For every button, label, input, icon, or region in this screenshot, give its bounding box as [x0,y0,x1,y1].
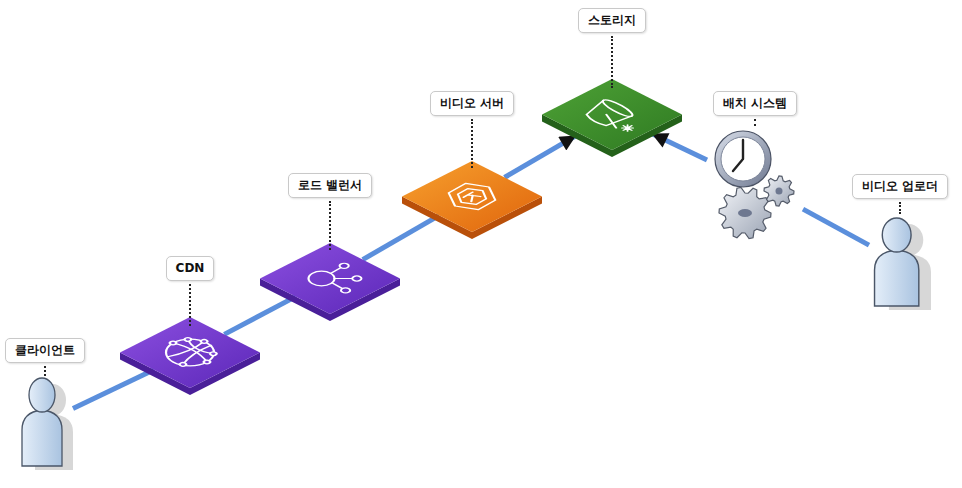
connector [652,133,707,160]
node-label-box: 로드 밸런서 [288,173,372,198]
tile-top [542,79,682,150]
service-icon [440,179,504,215]
node-label: 로드 밸런서 [298,178,362,193]
node-label-box: 스토리지 [578,8,646,33]
person-figure [22,378,73,470]
connector [363,215,440,259]
node-label: 스토리지 [588,13,636,28]
service-icon [303,259,373,298]
service-tile: 로드 밸런서 [260,243,400,321]
node-label-box: 클라이언트 [5,338,85,363]
leader-line [189,284,191,327]
node-label: 배치 시스템 [723,96,787,111]
service-tile: 스토리지 [542,79,682,157]
service-icon [154,331,229,373]
service-icon [580,98,649,136]
connector [224,297,295,335]
tile-top [120,317,260,388]
node-label: 클라이언트 [15,343,75,358]
node-outline [120,317,260,395]
connector [504,136,576,178]
batch-node: 배치 시스템 [707,125,803,241]
leader-line [611,36,613,89]
connector [803,209,869,245]
node-label-box: 배치 시스템 [713,91,797,116]
node-outline [17,374,73,470]
tile-top [402,161,542,232]
node-outline [707,125,803,241]
leader-line [44,366,46,377]
node-label: 비디오 서버 [440,96,504,111]
user-node: 클라이언트 [17,374,73,470]
leader-line [754,119,756,127]
node-label-box: CDN [166,256,215,281]
clock-gears [715,131,794,239]
connector [73,370,154,409]
tile-top [260,243,400,314]
node-outline [869,214,931,310]
node-label: 비디오 업로더 [862,179,938,194]
node-label-box: 비디오 서버 [430,91,514,116]
service-tile: CDN [120,317,260,395]
leader-line [471,119,473,169]
node-outline [402,161,542,239]
person-figure [875,218,931,310]
leader-line [899,202,901,215]
node-label: CDN [176,261,205,276]
leader-line [329,201,331,251]
service-tile: 비디오 서버 [402,161,542,239]
user-node: 비디오 업로더 [869,214,931,310]
node-outline [260,243,400,321]
node-outline [542,79,682,157]
node-label-box: 비디오 업로더 [852,174,948,199]
